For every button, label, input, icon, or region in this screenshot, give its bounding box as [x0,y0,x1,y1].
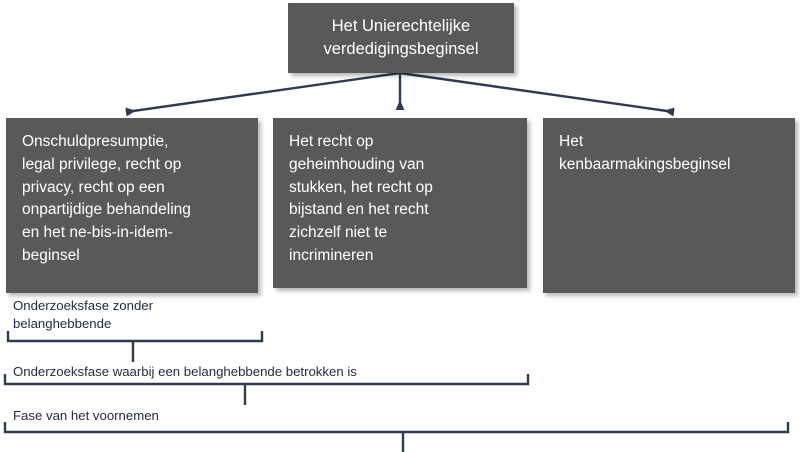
phase-bracket-3 [3,422,790,452]
phase-bracket-1 [6,331,264,362]
phase-label-onderzoeksfase-zonder-belanghebbende: Onderzoeksfase zonder belanghebbende [13,298,154,331]
root-node-unierechtelijke-verdedigingsbeginsel[interactable]: Het Unierechtelijke verdedigingsbeginsel [288,3,514,73]
child-node-onschuldpresumptie[interactable]: Onschuldpresumptie, legal privilege, rec… [6,118,258,293]
root-node-label: Het Unierechtelijke verdedigingsbeginsel [323,16,479,58]
phase-label-onderzoeksfase-met-belanghebbende: Onderzoeksfase waarbij een belanghebbend… [13,364,357,379]
child-node-3-label: Het kenbaarmakingsbeginsel [559,133,731,173]
child-node-kenbaarmakingsbeginsel[interactable]: Het kenbaarmakingsbeginsel [543,118,795,293]
child-node-1-label: Onschuldpresumptie, legal privilege, rec… [22,133,191,264]
child-node-2-label: Het recht op geheimhouding van stukken, … [289,133,433,264]
phase-label-fase-van-het-voornemen: Fase van het voornemen [13,408,159,423]
arrow-root-to-child-1 [125,71,401,117]
arrow-root-to-child-3 [399,71,675,117]
child-node-geheimhouding[interactable]: Het recht op geheimhouding van stukken, … [273,118,527,288]
